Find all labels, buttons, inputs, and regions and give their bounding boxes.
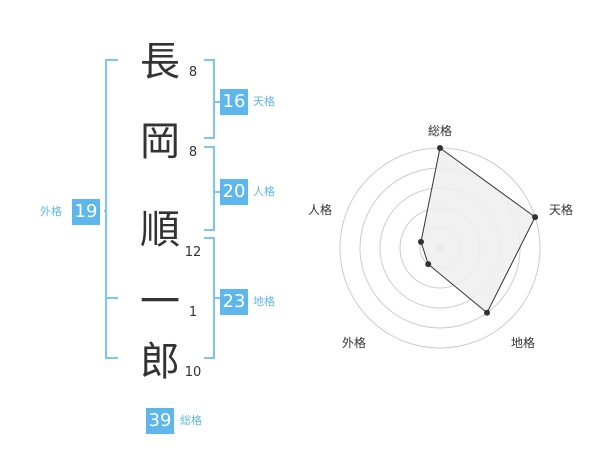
tenkaku-badge: 16 <box>220 89 248 115</box>
soukaku-label: 総格 <box>180 414 202 427</box>
stroke-count-4: 1 <box>188 305 198 320</box>
jinkaku-bracket <box>204 146 215 231</box>
radar-point <box>417 238 424 245</box>
radar-point <box>484 309 491 316</box>
radar-point <box>425 261 432 268</box>
gaikaku-label: 外格 <box>40 205 62 218</box>
radar-label-jinkaku: 人格 <box>308 203 333 217</box>
tenkaku-bracket <box>204 59 215 139</box>
jinkaku-label: 人格 <box>253 185 275 198</box>
radar-label-gaikaku: 外格 <box>342 336 367 350</box>
radar-point <box>437 145 443 151</box>
radar-label-tenkaku: 天格 <box>549 203 574 217</box>
radar-label-chikaku: 地格 <box>511 336 536 350</box>
gaikaku-bracket <box>105 59 118 359</box>
chikaku-label: 地格 <box>253 295 275 308</box>
name-char-4: 一 <box>140 279 180 325</box>
stroke-count-3: 12 <box>184 245 202 260</box>
radar-point <box>532 214 539 221</box>
jinkaku-badge: 20 <box>220 179 248 205</box>
soukaku-badge: 39 <box>146 408 174 434</box>
stroke-count-1: 8 <box>188 65 198 80</box>
chikaku-badge: 23 <box>220 289 248 315</box>
name-char-1: 長 <box>140 39 180 85</box>
name-char-3: 順 <box>140 207 180 253</box>
stroke-count-2: 8 <box>188 145 198 160</box>
gaikaku-badge: 19 <box>72 199 100 225</box>
name-char-2: 岡 <box>140 119 180 165</box>
name-char-5: 郎 <box>140 339 180 385</box>
tenkaku-label: 天格 <box>253 95 275 108</box>
stroke-count-5: 10 <box>184 365 202 380</box>
radar-area <box>420 147 536 314</box>
radar-label-soukaku: 総格 <box>428 124 453 138</box>
